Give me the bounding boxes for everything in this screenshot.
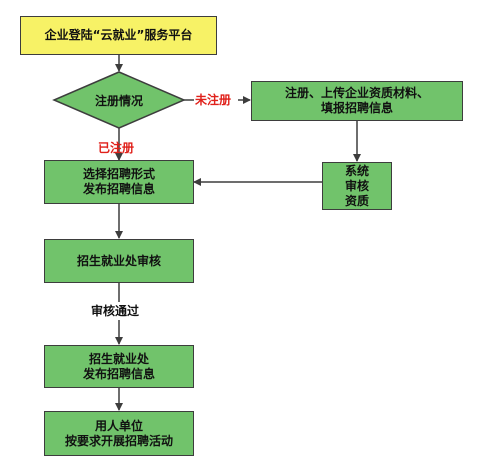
register-box-label: 注册、上传企业资质材料、 填报招聘信息	[284, 86, 429, 115]
registered-label: 已注册	[98, 141, 135, 155]
approved-label: 审核通过	[91, 304, 140, 318]
not-registered-label: 未注册	[195, 93, 232, 107]
choose-recruitment-box: 选择招聘形式 发布招聘信息	[44, 160, 194, 204]
office-publish-label: 招生就业处 发布招聘信息	[82, 351, 155, 381]
start-box: 企业登陆“云就业”服务平台	[20, 16, 217, 55]
review-qualification-label: 系统 审核 资质	[344, 163, 369, 208]
office-publish-box: 招生就业处 发布招聘信息	[44, 345, 194, 388]
office-review-label: 招生就业处审核	[76, 253, 161, 268]
decision-label: 注册情况	[94, 93, 143, 108]
office-review-box: 招生就业处审核	[44, 239, 194, 283]
review-qualification-box: 系统 审核 资质	[322, 162, 392, 210]
choose-recruitment-label: 选择招聘形式 发布招聘信息	[82, 167, 155, 196]
register-box: 注册、上传企业资质材料、 填报招聘信息	[251, 81, 463, 121]
start-box-label: 企业登陆“云就业”服务平台	[44, 28, 193, 42]
employer-box: 用人单位 按要求开展招聘活动	[44, 411, 194, 456]
employer-label: 用人单位 按要求开展招聘活动	[64, 418, 173, 448]
